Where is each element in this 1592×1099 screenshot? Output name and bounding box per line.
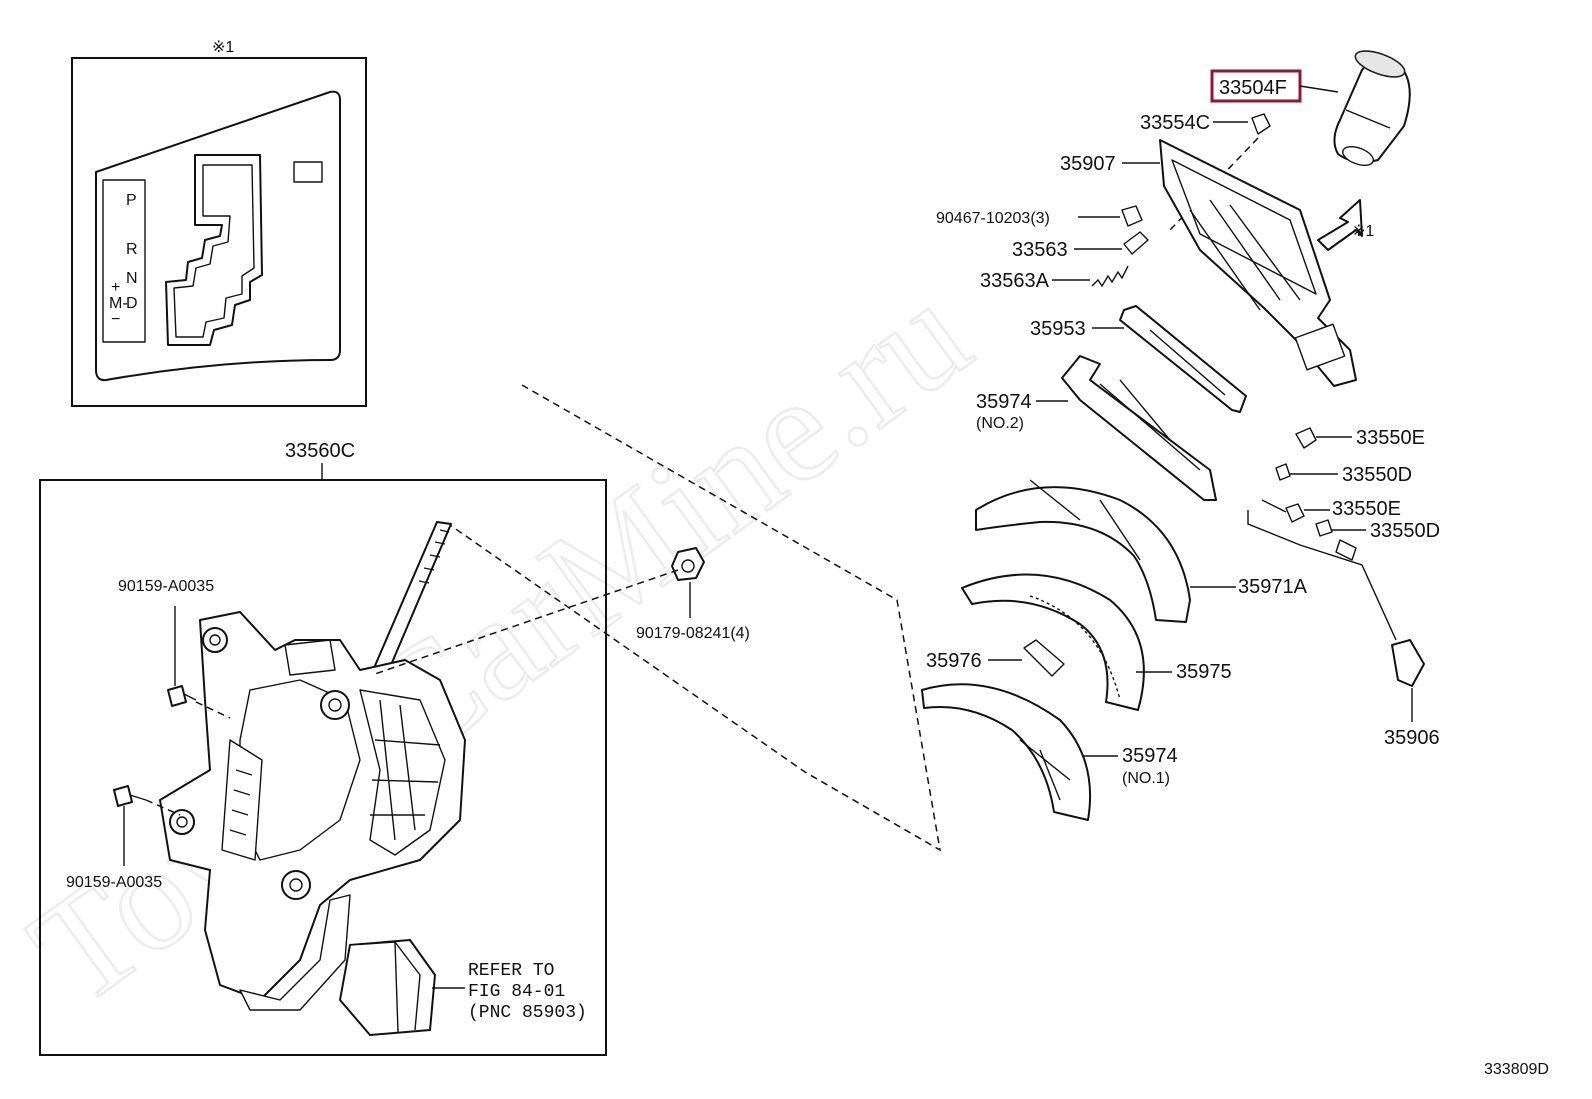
- shift-knob: [1333, 50, 1411, 166]
- bolt-bottom: [113, 785, 147, 807]
- label-35974-no2-sub: (NO.2): [976, 415, 1024, 432]
- nut-90179: [671, 547, 705, 581]
- bulb-33550D-2: [1315, 519, 1333, 537]
- bulb-33550E-2: [1285, 503, 1305, 523]
- label-33563A: 33563A: [980, 270, 1050, 292]
- cover-35971A: [975, 486, 1191, 623]
- housing-35974-no1: [921, 683, 1092, 821]
- label-35971A: 35971A: [1238, 576, 1308, 598]
- housing-35974-no2: [1061, 355, 1217, 501]
- label-33550D-2: 33550D: [1370, 520, 1440, 542]
- gear-d: D: [126, 295, 138, 312]
- refer-line-2: FIG 84-01: [468, 982, 565, 1002]
- label-35974-no1-sub: (NO.1): [1122, 770, 1170, 787]
- gear-plus: +: [111, 279, 120, 296]
- label-35975: 35975: [1176, 661, 1232, 683]
- gear-indicator-strip: [102, 179, 146, 343]
- label-90159-top: 90159-A0035: [118, 578, 214, 595]
- label-35907: 35907: [1060, 153, 1116, 175]
- gear-minus: −: [111, 311, 120, 328]
- label-33563: 33563: [1012, 239, 1068, 261]
- refer-line-1: REFER TO: [468, 961, 554, 981]
- shift-lever-panel: [1159, 139, 1357, 387]
- wire-harness-35906: [1247, 499, 1425, 687]
- label-35906: 35906: [1384, 727, 1440, 749]
- label-90159-bottom: 90159-A0035: [66, 874, 162, 891]
- refer-line-3: (PNC 85903): [468, 1003, 587, 1023]
- bulb-33550D-1: [1275, 463, 1291, 481]
- label-33504F: 33504F: [1219, 77, 1287, 99]
- bulb-33550E-1: [1295, 427, 1317, 449]
- gear-m: M-: [109, 295, 128, 312]
- lock-33563: [1123, 231, 1149, 255]
- screw-90467: [1121, 205, 1143, 227]
- gear-r: R: [126, 241, 138, 258]
- assembly-label: 33560C: [285, 440, 355, 462]
- diagram-code: 333809D: [1484, 1061, 1549, 1078]
- gear-p: P: [126, 192, 137, 209]
- view-arrow: [1317, 199, 1363, 251]
- label-33550E-2: 33550E: [1332, 498, 1401, 520]
- slider-35976: [1023, 639, 1065, 677]
- inset-panel: ※1 P R N + M- D −: [71, 39, 367, 407]
- label-35974-no1: 35974: [1122, 745, 1178, 767]
- gear-n: N: [126, 270, 138, 287]
- label-90467: 90467-10203(3): [936, 210, 1050, 227]
- label-33554C: 33554C: [1140, 112, 1210, 134]
- dashed-bounding-region: [449, 384, 942, 852]
- inset-note-mark: ※1: [212, 39, 234, 56]
- spring-33563A: [1091, 265, 1129, 288]
- label-33550D-1: 33550D: [1342, 464, 1412, 486]
- bolt-top: [167, 685, 197, 707]
- assembly-box: 33560C REFER TO FIG 84-01 (PNC 85903): [39, 440, 607, 1056]
- label-90179: 90179-08241(4): [636, 625, 750, 642]
- label-35976: 35976: [926, 650, 982, 672]
- note-mark-right: ※1: [1352, 223, 1374, 240]
- label-33550E-1: 33550E: [1356, 427, 1425, 449]
- label-35953: 35953: [1030, 318, 1086, 340]
- clip-33554C: [1251, 113, 1271, 135]
- panel-small-button: [293, 161, 323, 183]
- label-35974-no2: 35974: [976, 391, 1032, 413]
- gear-plate-35975: [961, 573, 1145, 711]
